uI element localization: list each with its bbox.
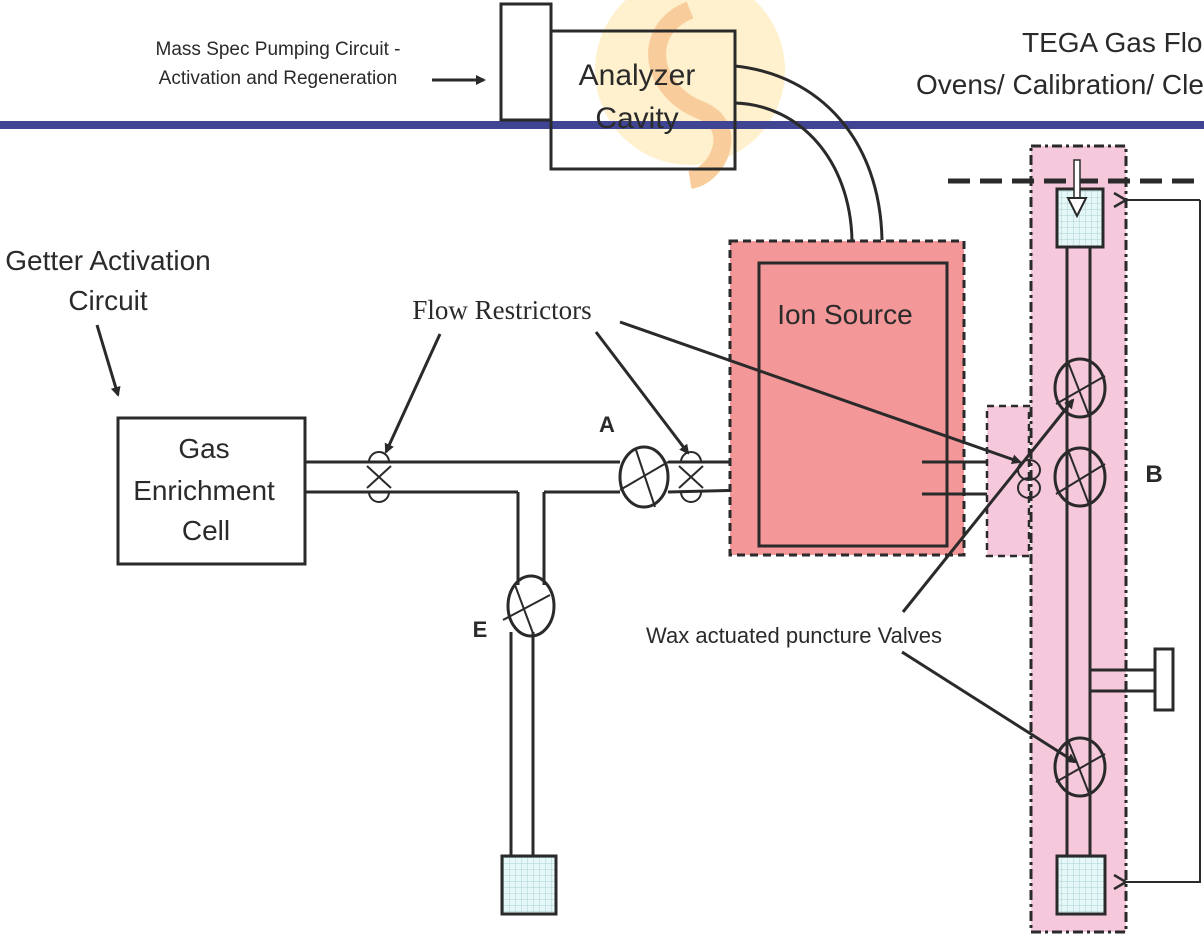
valve-e-label: E [473, 617, 488, 642]
analyzer-cavity-box [549, 29, 737, 171]
title-line2: Ovens/ Calibration/ Cle [916, 69, 1204, 100]
getter-label-line1: Getter Activation [5, 245, 210, 276]
getter-e-cell [500, 854, 558, 916]
flow-restrictor-arrow-3 [619, 320, 1022, 465]
side-port-cap [1153, 647, 1175, 712]
flow-restrictors-label: Flow Restrictors [412, 295, 591, 325]
header-divider [0, 121, 1204, 129]
pump-box [499, 2, 553, 122]
bottom-oven-cell [1055, 854, 1107, 916]
analyzer-label-line2: Cavity [595, 102, 678, 135]
valve-a-label: A [599, 412, 615, 437]
flow-restrictor-arrow-2 [594, 331, 690, 455]
down-arrow-icon [1066, 159, 1088, 219]
flow-restrictor-2 [678, 451, 704, 503]
analyzer-label-line1: Analyzer [579, 59, 696, 92]
logo-swirl [648, 1, 732, 189]
getter-arrow [95, 324, 121, 397]
ion-source-outer [728, 239, 966, 557]
valve-b-label: B [1145, 461, 1162, 488]
valve-e[interactable] [502, 574, 556, 638]
gas-cell-label-line3: Cell [182, 515, 230, 546]
wax-valve-arrow-2 [901, 650, 1077, 764]
getter-label-line2: Circuit [68, 285, 148, 316]
return-loop-line [1126, 200, 1201, 883]
oven-column [1029, 144, 1128, 934]
analyzer-tube-outer [734, 64, 884, 241]
mass-spec-label-line2: Activation and Regeneration [159, 68, 398, 89]
gas-cell-label-line2: Enrichment [133, 475, 275, 506]
ion-source-inner [757, 261, 949, 548]
title-line1: TEGA Gas Flo [1022, 27, 1203, 58]
analyzer-tube-inner [734, 101, 854, 241]
mass-spec-label-line1: Mass Spec Pumping Circuit - [156, 39, 401, 60]
valve-b-middle[interactable] [1053, 446, 1107, 508]
valve-a[interactable] [618, 445, 670, 509]
flow-restrictor-1 [366, 451, 392, 503]
gas-cell-label-line1: Gas [178, 433, 229, 464]
wax-valves-label: Wax actuated puncture Valves [646, 623, 942, 648]
wax-valve-arrow-1 [901, 398, 1075, 613]
flow-restrictor-arrow-1 [384, 333, 442, 454]
valve-b-lower[interactable] [1053, 736, 1107, 798]
ion-source-label: Ion Source [777, 299, 912, 330]
